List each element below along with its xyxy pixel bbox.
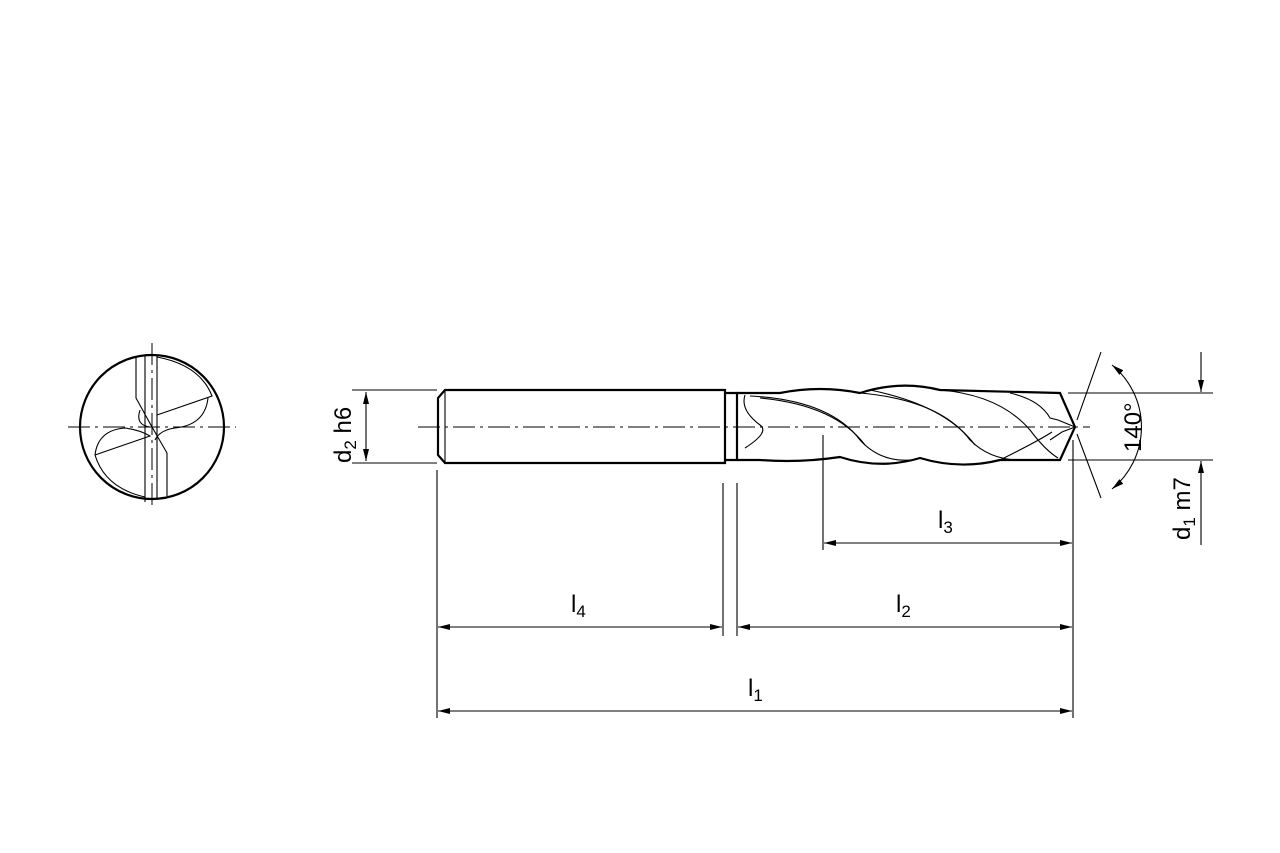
- l1-label: l1: [748, 675, 763, 705]
- l2-label: l2: [896, 591, 911, 621]
- d2-label: d2 h6: [330, 407, 360, 463]
- dimension-point-angle: 140°: [1076, 351, 1147, 499]
- l4-label: l4: [571, 591, 586, 621]
- dimension-d2: d2 h6: [330, 389, 437, 464]
- end-view: [68, 343, 236, 510]
- drill-side-view: [418, 384, 1090, 466]
- d1-label: d1 m7: [1169, 477, 1199, 540]
- angle-label: 140°: [1120, 402, 1147, 452]
- length-dimensions: l3 l4 l2 l1: [436, 435, 1074, 718]
- l3-label: l3: [938, 507, 953, 537]
- dimension-d1: d1 m7: [1068, 352, 1213, 545]
